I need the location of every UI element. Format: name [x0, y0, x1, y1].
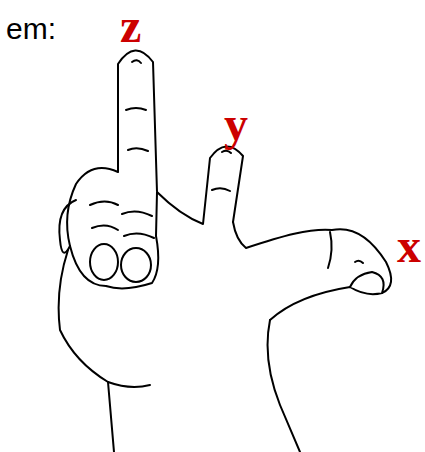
axis-label: y: [224, 100, 248, 148]
caption-fragment: em:: [6, 14, 56, 44]
axis-label: x: [397, 222, 421, 270]
axis-label: z: [120, 2, 141, 50]
